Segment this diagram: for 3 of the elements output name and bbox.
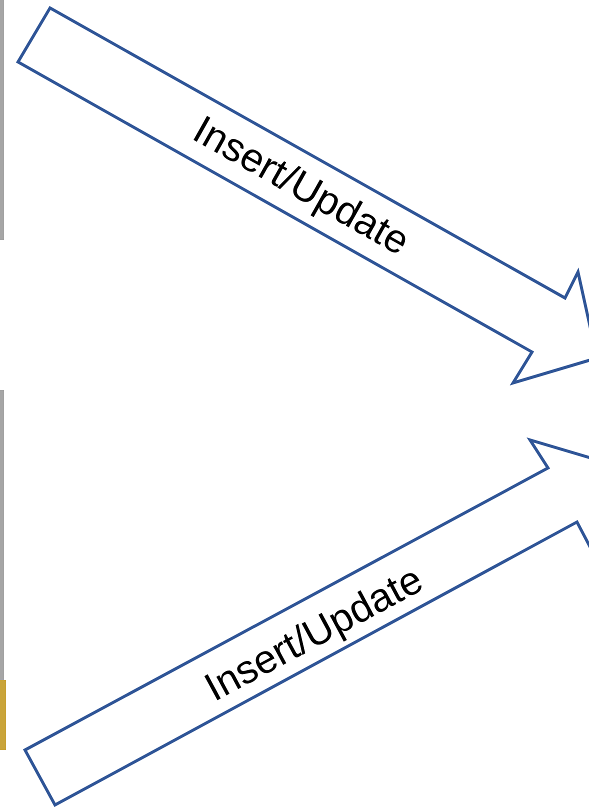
panel-edge <box>0 0 4 240</box>
panel-edge <box>0 680 6 750</box>
panel-edge <box>0 390 4 680</box>
